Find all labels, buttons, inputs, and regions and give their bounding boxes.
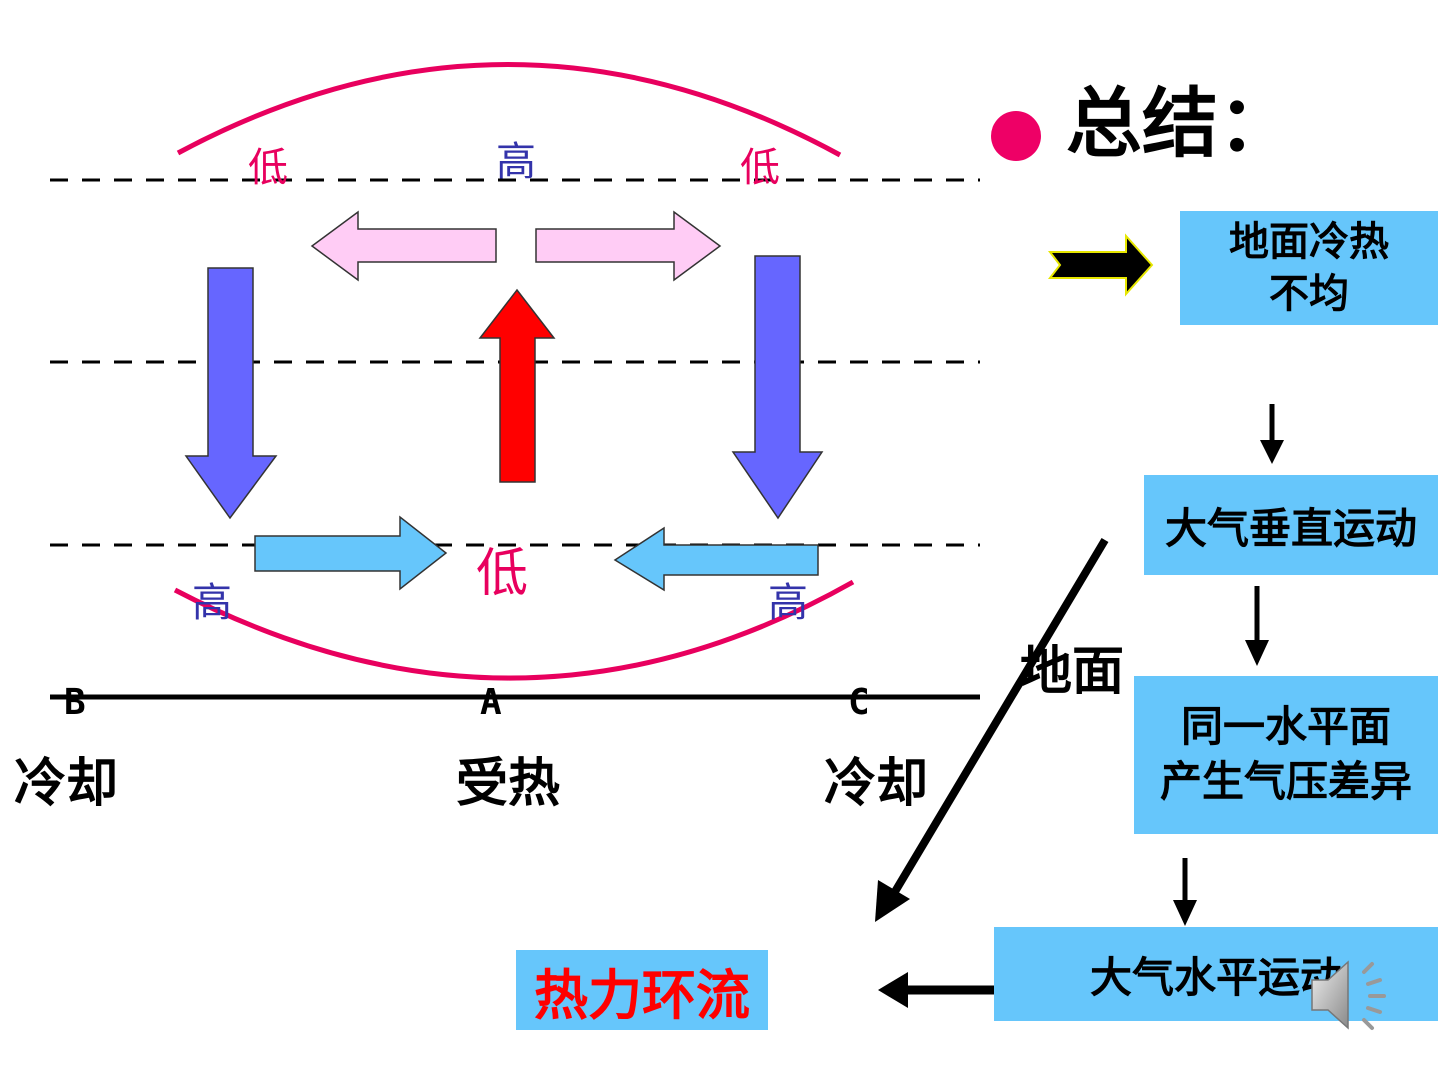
- condition-label-left: 冷却: [14, 754, 119, 814]
- flow-step-1: 地面冷热 不均: [1180, 211, 1438, 325]
- point-label-center: A: [480, 682, 502, 723]
- flow-arrow-3: [1173, 858, 1197, 926]
- bullet-dot: [991, 111, 1041, 161]
- flow-step-3: 同一水平面 产生气压差异: [1134, 676, 1438, 834]
- flow-arrow-1: [1260, 404, 1284, 464]
- left-down-arrow: [184, 267, 278, 520]
- condition-label-right: 冷却: [824, 754, 929, 814]
- flow-arrow-2: [1245, 586, 1269, 666]
- page-title: 总结：: [1066, 79, 1294, 168]
- diagonal-arrow: [875, 537, 1109, 922]
- pressure-label-upper-center: 高: [496, 139, 536, 185]
- pressure-label-lower-center: 低: [476, 544, 529, 604]
- center-up-arrow: [478, 288, 556, 483]
- side-label: 地面: [1020, 642, 1125, 702]
- condition-label-center: 受热: [456, 754, 561, 814]
- result-box: 热力环流: [516, 950, 768, 1030]
- upper-isobar-arc: [176, 62, 842, 158]
- lower-right-arrow: [254, 515, 448, 591]
- block-arrow-icon: [1047, 233, 1154, 297]
- pressure-label-lower-right: 高: [768, 580, 808, 626]
- upper-right-arrow: [535, 210, 722, 282]
- point-label-left: B: [64, 682, 86, 723]
- pressure-label-lower-left: 高: [192, 580, 232, 626]
- pressure-label-upper-left: 低: [248, 145, 288, 191]
- speaker-icon[interactable]: [1306, 950, 1406, 1040]
- upper-left-arrow: [310, 210, 497, 282]
- flow-step-4: 大气水平运动: [994, 927, 1438, 1021]
- flow-step-1-line-2: 不均: [1269, 271, 1349, 317]
- pressure-label-upper-right: 低: [740, 145, 780, 191]
- flow-step-3-line-2: 产生气压差异: [1159, 757, 1412, 806]
- right-down-arrow: [731, 255, 824, 520]
- flow-step-3-line-1: 同一水平面: [1180, 702, 1391, 752]
- flow-step-2: 大气垂直运动: [1144, 475, 1438, 575]
- point-label-right: C: [848, 682, 870, 723]
- lower-left-arrow: [613, 526, 819, 592]
- lower-isobar-arc: [173, 579, 855, 681]
- flow-step-1-line-1: 地面冷热: [1229, 219, 1389, 265]
